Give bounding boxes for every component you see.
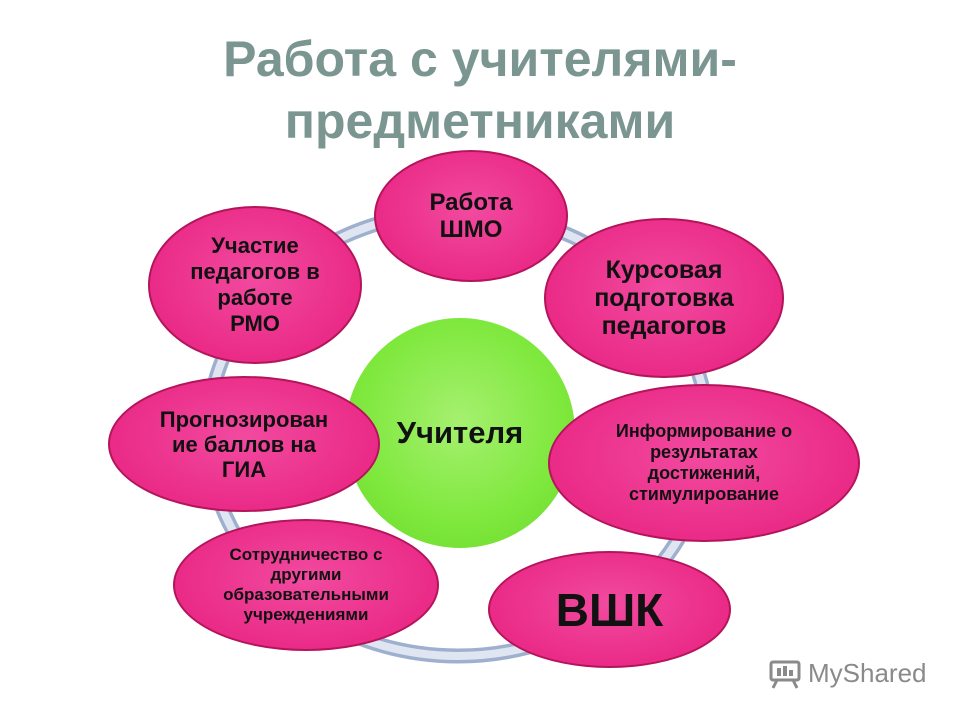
node-gia-line-3: ГИА — [221, 456, 267, 482]
node-coop-line-2: другими — [270, 565, 342, 584]
node-vshk-line-1: ВШК — [555, 583, 664, 636]
node-courses-line-1: Курсовая — [605, 256, 723, 284]
slide-title: Работа с учителями- предметниками — [0, 28, 960, 152]
presentation-board-icon — [768, 659, 802, 689]
node-rmo-line-3: работе — [217, 285, 293, 310]
center-label: Учителя — [396, 415, 524, 450]
node-gia-line-2: ие баллов на — [172, 431, 316, 457]
node-cooperation: Сотрудничество с другими образовательным… — [173, 519, 439, 651]
node-coop-line-4: учреждениями — [243, 605, 369, 624]
node-gia: Прогнозирован ие баллов на ГИА — [108, 376, 380, 512]
node-gia-line-1: Прогнозирован — [159, 406, 329, 432]
title-line-2: предметниками — [284, 93, 676, 149]
node-rmo-line-2: педагогов в — [190, 259, 320, 284]
node-rmo-line-1: Участие — [211, 233, 299, 258]
node-vshk: ВШК — [488, 551, 731, 668]
node-shmo: Работа ШМО — [374, 150, 568, 282]
node-rmo-line-4: РМО — [230, 311, 280, 336]
title-line-1: Работа с учителями- — [223, 31, 737, 87]
node-shmo-line-2: ШМО — [439, 216, 503, 243]
node-inform-line-3: достижений, — [647, 463, 761, 483]
watermark-text: MyShared — [808, 658, 927, 688]
center-circle-teachers: Учителя — [345, 318, 575, 548]
node-inform-line-1: Информирование о — [615, 421, 793, 441]
node-courses-line-3: педагогов — [601, 312, 727, 340]
node-shmo-line-1: Работа — [429, 189, 513, 216]
node-rmo: Участие педагогов в работе РМО — [148, 206, 362, 364]
node-coop-line-3: образовательными — [223, 585, 389, 604]
node-courses-line-2: подготовка — [594, 284, 734, 312]
node-inform-line-2: результатах — [650, 442, 758, 462]
node-courses: Курсовая подготовка педагогов — [544, 218, 784, 378]
node-inform-line-4: стимулирование — [628, 484, 779, 504]
node-coop-line-1: Сотрудничество с — [229, 545, 383, 564]
node-inform: Информирование о результатах достижений,… — [548, 384, 860, 542]
watermark-logo: MyShared — [768, 658, 927, 689]
